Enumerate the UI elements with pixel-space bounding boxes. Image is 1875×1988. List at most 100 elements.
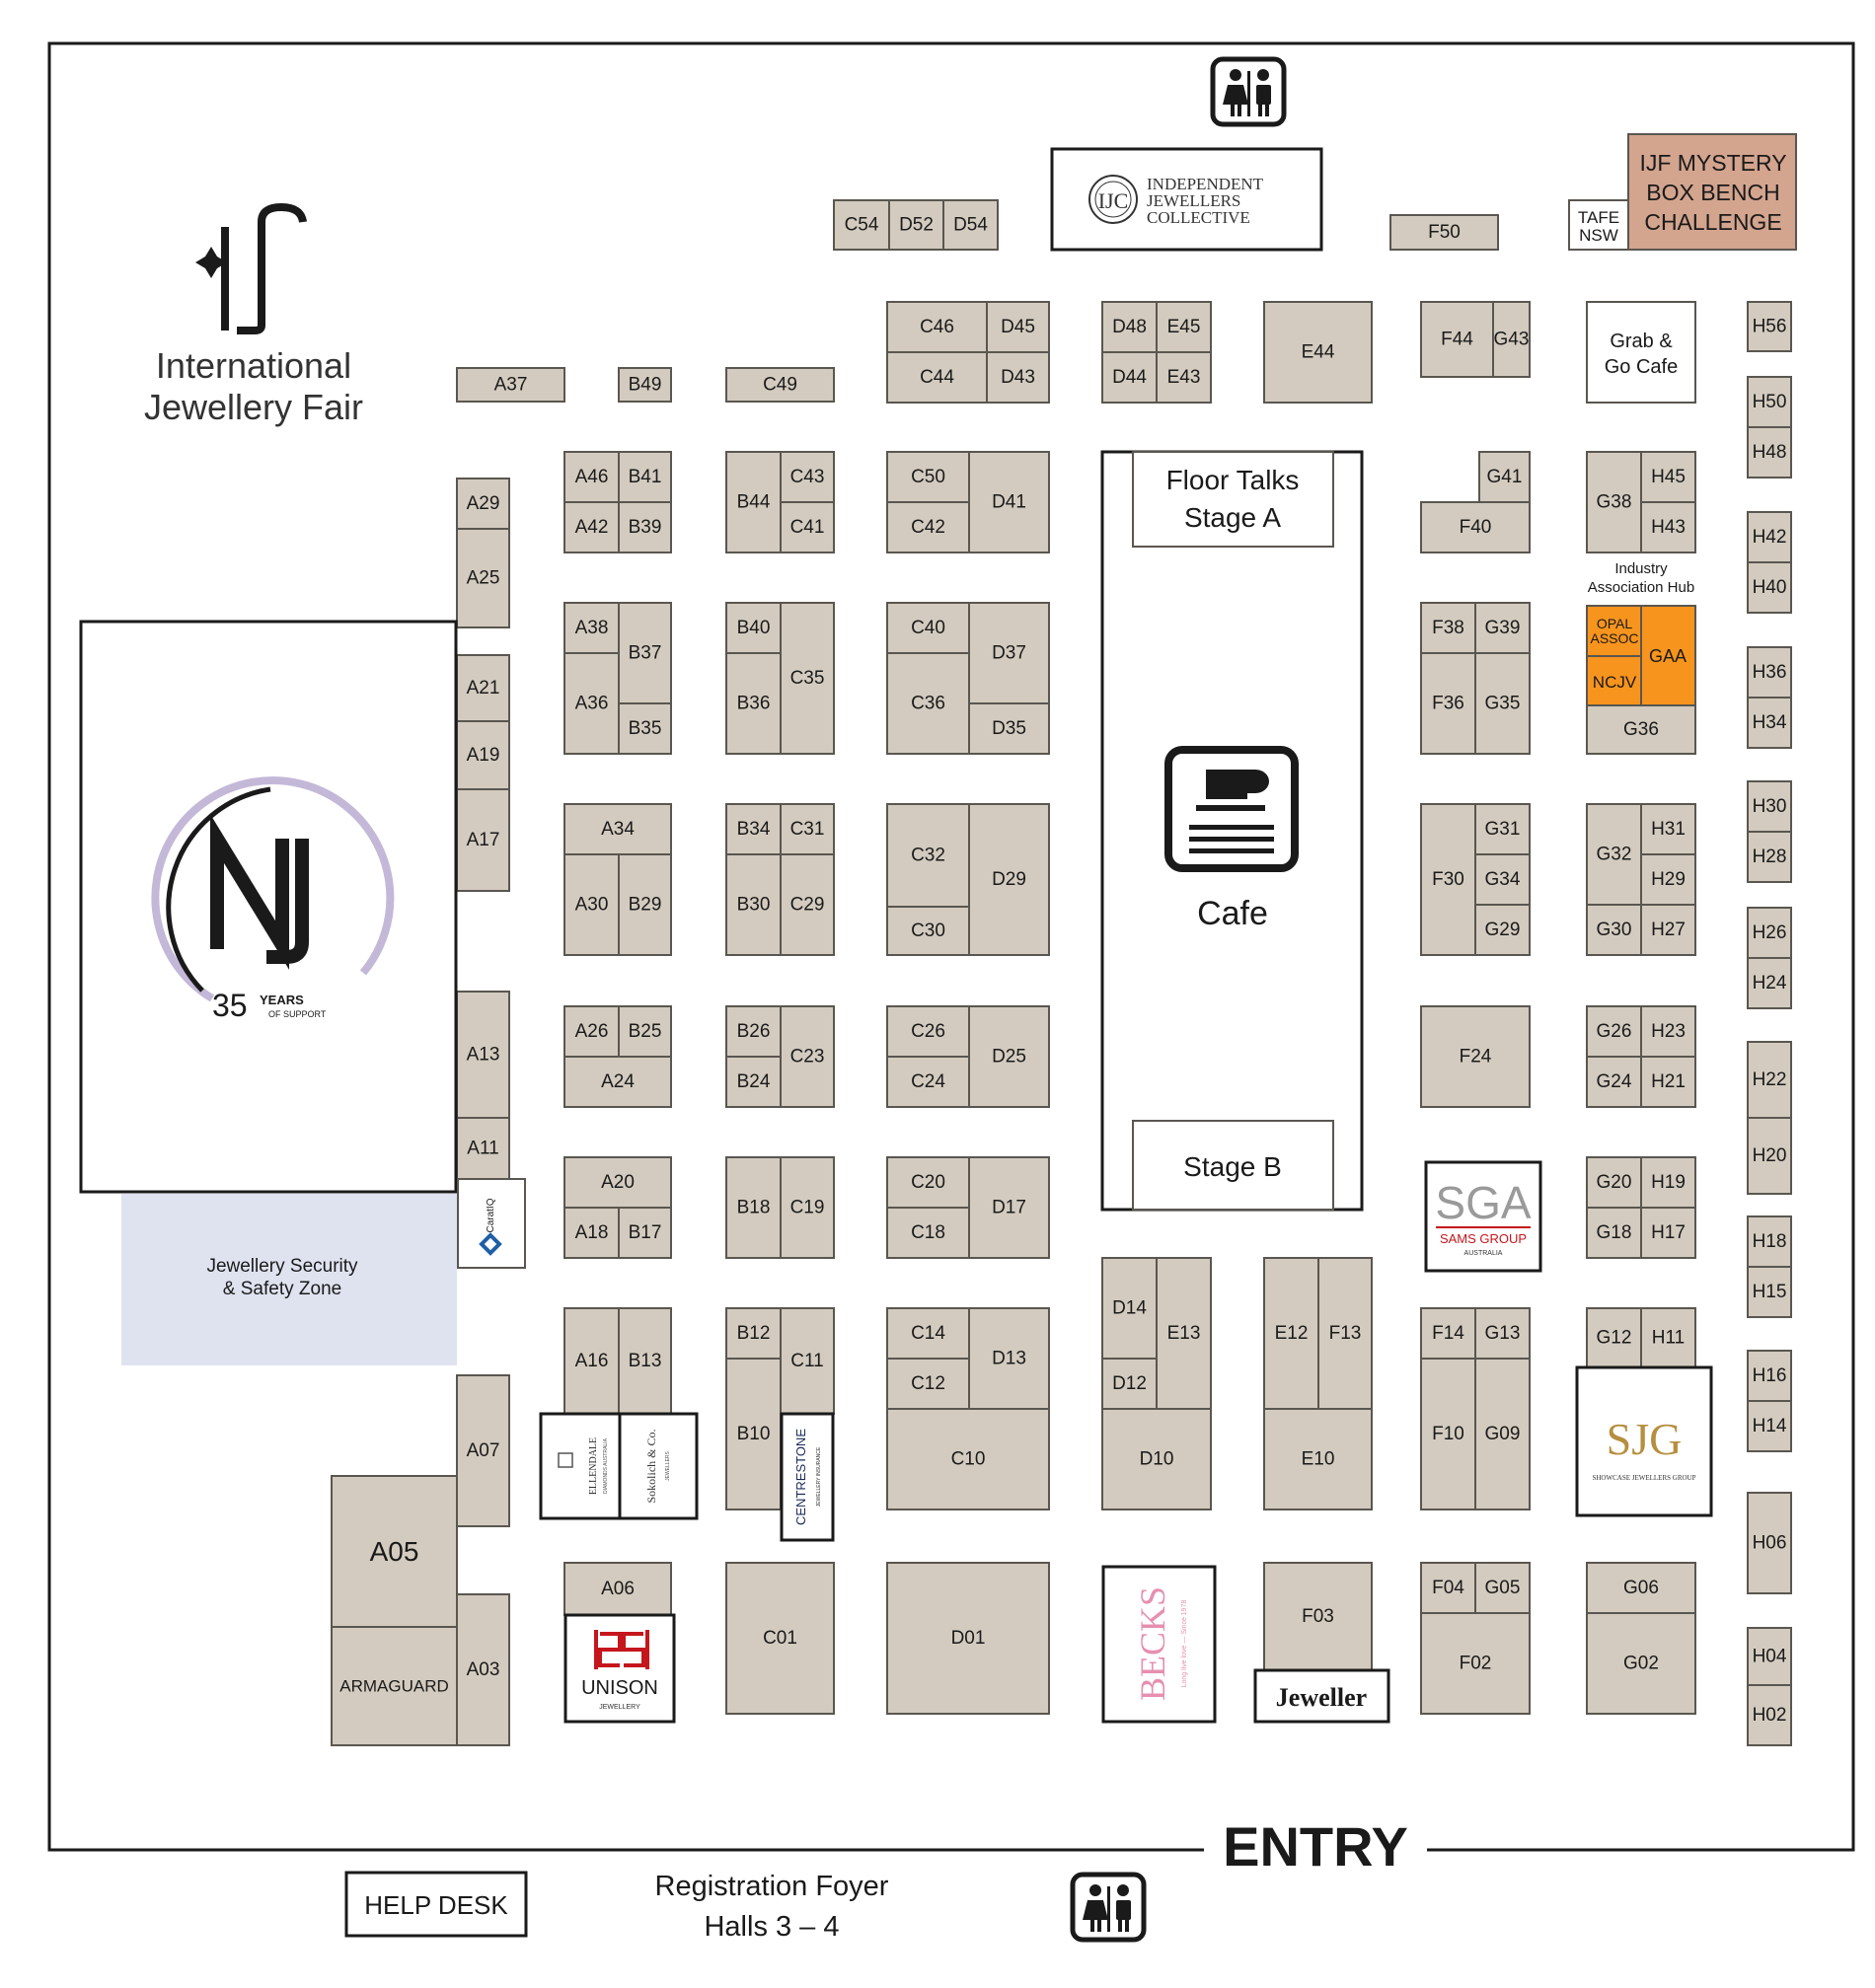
booth-h19[interactable]: H19	[1640, 1156, 1696, 1209]
booth-f24[interactable]: F24	[1420, 1005, 1531, 1108]
help-desk[interactable]: HELP DESK	[344, 1871, 528, 1938]
booth-a30[interactable]: A30	[563, 853, 620, 956]
booth-a16[interactable]: A16	[563, 1307, 620, 1415]
booth-b25[interactable]: B25	[618, 1005, 672, 1058]
independent-jewellers-collective-booth[interactable]: IJC INDEPENDENT JEWELLERS COLLECTIVE	[1050, 147, 1323, 252]
booth-h22[interactable]: H22	[1747, 1041, 1792, 1119]
booth-c11[interactable]: C11	[780, 1307, 835, 1415]
booth-f50[interactable]: F50	[1389, 214, 1499, 251]
booth-c18[interactable]: C18	[886, 1207, 970, 1259]
booth-b26[interactable]: B26	[725, 1005, 782, 1058]
booth-h48[interactable]: H48	[1747, 426, 1792, 479]
booth-a13[interactable]: A13	[456, 991, 510, 1119]
booth-g34[interactable]: G34	[1474, 853, 1531, 906]
booth-c31[interactable]: C31	[780, 803, 835, 855]
booth-f03[interactable]: F03	[1263, 1562, 1373, 1671]
booth-e44[interactable]: E44	[1263, 301, 1373, 404]
booth-g32[interactable]: G32	[1586, 803, 1642, 906]
booth-b29[interactable]: B29	[618, 853, 672, 956]
booth-g35[interactable]: G35	[1474, 652, 1531, 755]
booth-c32[interactable]: C32	[886, 803, 970, 908]
caratiq-booth[interactable]: CaratIQ	[457, 1178, 526, 1269]
booth-c30[interactable]: C30	[886, 906, 970, 956]
booth-h06[interactable]: H06	[1747, 1492, 1792, 1594]
sga-booth[interactable]: SGA SAMS GROUP AUSTRALIA	[1424, 1160, 1542, 1273]
booth-c12[interactable]: C12	[886, 1358, 970, 1410]
booth-c41[interactable]: C41	[780, 501, 835, 553]
nj-feature-booth[interactable]: 35 YEARS OF SUPPORT	[79, 620, 458, 1194]
booth-h02[interactable]: H02	[1747, 1684, 1792, 1746]
booth-h29[interactable]: H29	[1640, 853, 1696, 906]
booth-b17[interactable]: B17	[618, 1207, 672, 1259]
booth-b24[interactable]: B24	[725, 1056, 782, 1108]
centrestone-booth[interactable]: CENTRESTONE JEWELLERY INSURANCE	[780, 1412, 835, 1542]
booth-b39[interactable]: B39	[618, 501, 672, 553]
booth-b44[interactable]: B44	[725, 451, 782, 553]
stage-b[interactable]: Stage B	[1132, 1120, 1334, 1211]
booth-a21[interactable]: A21	[456, 654, 510, 722]
booth-g29[interactable]: G29	[1474, 904, 1531, 956]
booth-c46[interactable]: C46	[886, 301, 988, 353]
booth-d14[interactable]: D14	[1101, 1257, 1158, 1360]
booth-d35[interactable]: D35	[968, 702, 1050, 755]
booth-d37[interactable]: D37	[968, 602, 1050, 704]
booth-g30[interactable]: G30	[1586, 904, 1642, 956]
booth-h14[interactable]: H14	[1747, 1400, 1792, 1452]
booth-d41[interactable]: D41	[968, 451, 1050, 553]
booth-g06[interactable]: G06	[1586, 1562, 1696, 1614]
booth-f30[interactable]: F30	[1420, 803, 1476, 956]
booth-g02[interactable]: G02	[1586, 1612, 1696, 1715]
booth-c01[interactable]: C01	[725, 1562, 835, 1715]
floor-talks-stage-a[interactable]: Floor Talks Stage A	[1132, 451, 1334, 548]
booth-d54[interactable]: D54	[942, 199, 999, 251]
booth-f02[interactable]: F02	[1420, 1612, 1531, 1715]
booth-g41[interactable]: G41	[1478, 451, 1531, 503]
booth-a42[interactable]: A42	[563, 501, 620, 553]
booth-a26[interactable]: A26	[563, 1005, 620, 1058]
booth-g38[interactable]: G38	[1586, 451, 1642, 553]
booth-f36[interactable]: F36	[1420, 652, 1476, 755]
gaa-booth[interactable]: GAA	[1640, 605, 1696, 706]
booth-d10[interactable]: D10	[1101, 1408, 1212, 1510]
booth-h50[interactable]: H50	[1747, 376, 1792, 428]
booth-b37[interactable]: B37	[618, 602, 672, 704]
booth-d52[interactable]: D52	[888, 199, 944, 251]
booth-b18[interactable]: B18	[725, 1156, 782, 1259]
booth-b13[interactable]: B13	[618, 1307, 672, 1415]
booth-d01[interactable]: D01	[886, 1562, 1050, 1715]
booth-a37[interactable]: A37	[456, 367, 565, 403]
booth-e45[interactable]: E45	[1156, 301, 1212, 353]
booth-h42[interactable]: H42	[1747, 511, 1792, 563]
booth-g43[interactable]: G43	[1492, 301, 1531, 378]
booth-h40[interactable]: H40	[1747, 561, 1792, 614]
booth-d12[interactable]: D12	[1101, 1358, 1158, 1410]
booth-h18[interactable]: H18	[1747, 1215, 1792, 1268]
booth-b35[interactable]: B35	[618, 702, 672, 755]
booth-c20[interactable]: C20	[886, 1156, 970, 1209]
booth-e13[interactable]: E13	[1156, 1257, 1212, 1410]
booth-a19[interactable]: A19	[456, 720, 510, 790]
grab-and-go-cafe[interactable]: Grab & Go Cafe	[1586, 301, 1696, 404]
booth-d44[interactable]: D44	[1101, 351, 1158, 404]
booth-d17[interactable]: D17	[968, 1156, 1050, 1259]
booth-e12[interactable]: E12	[1263, 1257, 1319, 1410]
booth-h28[interactable]: H28	[1747, 831, 1792, 883]
booth-b41[interactable]: B41	[618, 451, 672, 503]
booth-h16[interactable]: H16	[1747, 1350, 1792, 1402]
booth-h27[interactable]: H27	[1640, 904, 1696, 956]
booth-a07[interactable]: A07	[456, 1374, 510, 1527]
booth-h11[interactable]: H11	[1640, 1307, 1696, 1368]
booth-f13[interactable]: F13	[1317, 1257, 1373, 1410]
booth-h21[interactable]: H21	[1640, 1056, 1696, 1108]
booth-f38[interactable]: F38	[1420, 602, 1476, 654]
booth-f44[interactable]: F44	[1420, 301, 1494, 378]
booth-c29[interactable]: C29	[780, 853, 835, 956]
booth-d29[interactable]: D29	[968, 803, 1050, 956]
sokolich-booth[interactable]: Sokolich & Co. JEWELLERS	[618, 1412, 699, 1520]
booth-g12[interactable]: G12	[1586, 1307, 1642, 1368]
booth-a36[interactable]: A36	[563, 652, 620, 755]
booth-a25[interactable]: A25	[456, 528, 510, 628]
booth-a05[interactable]: A05	[331, 1475, 458, 1628]
booth-g24[interactable]: G24	[1586, 1056, 1642, 1108]
booth-e43[interactable]: E43	[1156, 351, 1212, 404]
